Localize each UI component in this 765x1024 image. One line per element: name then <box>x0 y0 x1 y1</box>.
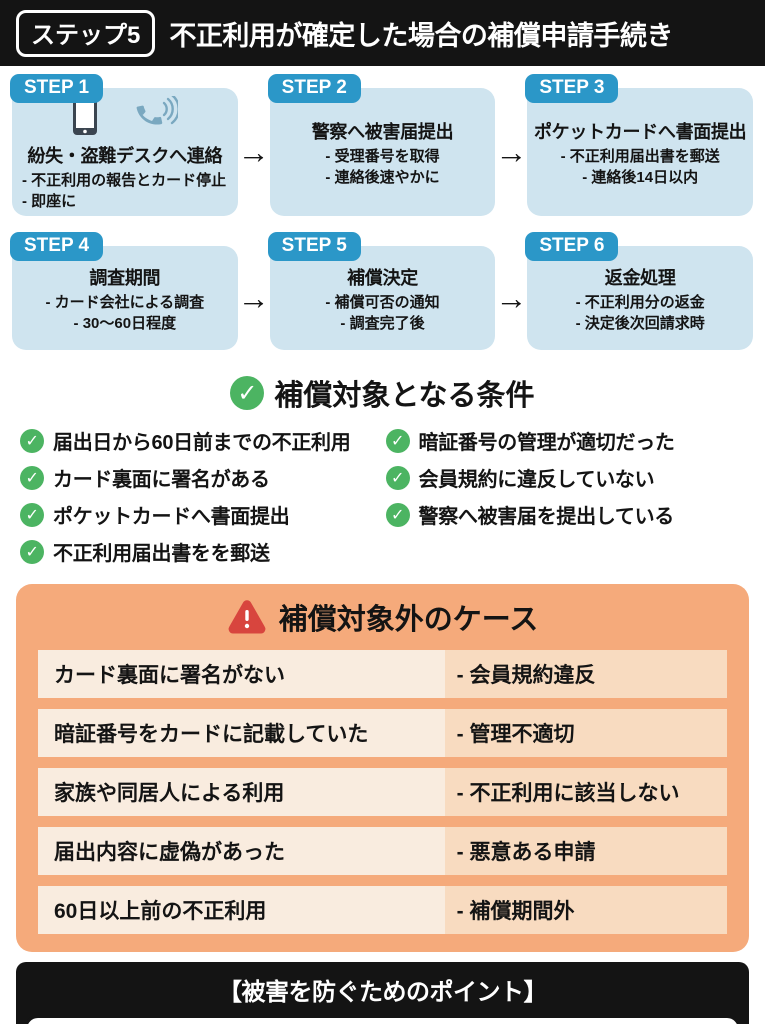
step-6-box: STEP 6 返金処理 - 不正利用分の返金 - 決定後次回請求時 <box>525 232 754 350</box>
step-6-title: 返金処理 <box>604 268 676 288</box>
exclusion-reason: - 悪意ある申請 <box>444 827 727 875</box>
exclusions-heading: 補償対象外のケース <box>38 596 727 638</box>
check-circle-icon: ✓ <box>230 376 265 410</box>
warning-icon <box>227 600 267 634</box>
step-2-badge: STEP 2 <box>267 74 361 103</box>
arrow-right-icon: → <box>237 279 270 316</box>
prevention-box: ・利用明細を週1回以上確認する ・不審な請求は即座にカード会社へ連絡 ・カード裏… <box>24 1015 741 1024</box>
condition-item: ✓会員規約に違反していない <box>385 463 746 492</box>
exclusion-row: 60日以上前の不正利用 - 補償期間外 <box>38 886 727 934</box>
step-3-title: ポケットカードへ書面提出 <box>533 122 747 142</box>
steps-row-1: STEP 1 <box>10 74 754 216</box>
arrow-right-icon: → <box>495 133 528 170</box>
condition-item: ✓ポケットカードへ書面提出 <box>20 500 380 529</box>
exclusion-case: 家族や同居人による利用 <box>38 768 445 816</box>
exclusion-case: 60日以上前の不正利用 <box>38 886 445 934</box>
check-circle-icon: ✓ <box>20 539 44 564</box>
conditions-heading: ✓ 補償対象となる条件 <box>20 372 745 414</box>
exclusion-row: カード裏面に署名がない - 会員規約違反 <box>38 650 727 698</box>
step-1-badge: STEP 1 <box>10 74 104 103</box>
step-6-badge: STEP 6 <box>525 232 619 261</box>
step-1-bullets: - 不正利用の報告とカード停止 - 即座に <box>22 172 227 210</box>
step-2-title: 警察へ被害届提出 <box>311 122 454 142</box>
exclusion-reason: - 管理不適切 <box>444 709 727 757</box>
page-title: 不正利用が確定した場合の補償申請手続き <box>169 20 673 51</box>
step-5-title: 補償決定 <box>347 268 418 288</box>
exclusions-title: 補償対象外のケース <box>278 604 539 636</box>
arrow-right-icon: → <box>495 279 528 316</box>
smartphone-icon <box>72 94 98 136</box>
conditions-title: 補償対象となる条件 <box>274 380 535 412</box>
condition-item: ✓不正利用届出書をを郵送 <box>20 537 380 566</box>
step-5-badge: STEP 5 <box>267 232 361 261</box>
step-4-box: STEP 4 調査期間 - カード会社による調査 - 30〜60日程度 <box>10 232 238 350</box>
step-5-bullets: - 補償可否の通知 - 調査完了後 <box>325 294 440 332</box>
check-circle-icon: ✓ <box>385 428 410 453</box>
exclusion-case: 暗証番号をカードに記載していた <box>38 709 445 757</box>
step-5-box: STEP 5 補償決定 - 補償可否の通知 - 調査完了後 <box>267 232 496 350</box>
condition-item: ✓カード裏面に署名がある <box>20 463 380 492</box>
step-4-badge: STEP 4 <box>10 232 104 261</box>
exclusion-reason: - 会員規約違反 <box>444 650 727 698</box>
exclusion-case: 届出内容に虚偽があった <box>38 827 445 875</box>
header-step-badge: ステップ5 <box>16 9 156 57</box>
conditions-left-list: ✓届出日から60日前までの不正利用 ✓カード裏面に署名がある ✓ポケットカードへ… <box>20 426 380 574</box>
condition-item: ✓警察へ被害届を提出している <box>385 500 746 529</box>
check-circle-icon: ✓ <box>385 502 410 527</box>
step-3-box: STEP 3 ポケットカードへ書面提出 - 不正利用届出書を郵送 - 連絡後14… <box>525 74 754 216</box>
steps-row-2: STEP 4 調査期間 - カード会社による調査 - 30〜60日程度 → ST… <box>10 232 754 350</box>
prevention-section: 【被害を防ぐためのポイント】 ・利用明細を週1回以上確認する ・不審な請求は即座… <box>16 962 749 1024</box>
exclusions-section: 補償対象外のケース カード裏面に署名がない - 会員規約違反 暗証番号をカードに… <box>16 584 749 952</box>
exclusion-row: 暗証番号をカードに記載していた - 管理不適切 <box>38 709 727 757</box>
step-4-bullets: - カード会社による調査 - 30〜60日程度 <box>45 294 205 332</box>
exclusion-row: 届出内容に虚偽があった - 悪意ある申請 <box>38 827 727 875</box>
check-circle-icon: ✓ <box>20 428 44 453</box>
step-1-title: 紛失・盗難デスクへ連絡 <box>27 146 223 166</box>
step-1-icons <box>72 94 178 136</box>
step-4-title: 調査期間 <box>89 268 161 288</box>
check-circle-icon: ✓ <box>385 465 410 490</box>
conditions-section: ✓ 補償対象となる条件 ✓届出日から60日前までの不正利用 ✓カード裏面に署名が… <box>0 362 765 576</box>
exclusion-case: カード裏面に署名がない <box>38 650 445 698</box>
exclusion-reason: - 補償期間外 <box>444 886 727 934</box>
step-3-badge: STEP 3 <box>525 74 619 103</box>
step-2-box: STEP 2 警察へ被害届提出 - 受理番号を取得 - 連絡後速やかに <box>267 74 496 216</box>
arrow-right-icon: → <box>237 133 270 170</box>
check-circle-icon: ✓ <box>20 465 44 490</box>
step-2-bullets: - 受理番号を取得 - 連絡後速やかに <box>325 148 440 186</box>
phone-call-icon <box>132 96 178 134</box>
condition-item: ✓暗証番号の管理が適切だった <box>385 426 746 455</box>
prevention-title: 【被害を防ぐためのポイント】 <box>218 979 548 1006</box>
condition-item: ✓届出日から60日前までの不正利用 <box>20 426 380 455</box>
exclusion-row: 家族や同居人による利用 - 不正利用に該当しない <box>38 768 727 816</box>
exclusion-reason: - 不正利用に該当しない <box>444 768 727 816</box>
header-bar: ステップ5 不正利用が確定した場合の補償申請手続き <box>0 0 765 66</box>
check-circle-icon: ✓ <box>20 502 44 527</box>
step-3-bullets: - 不正利用届出書を郵送 - 連絡後14日以内 <box>560 148 720 186</box>
conditions-right-list: ✓暗証番号の管理が適切だった ✓会員規約に違反していない ✓警察へ被害届を提出し… <box>385 426 746 574</box>
conditions-columns: ✓届出日から60日前までの不正利用 ✓カード裏面に署名がある ✓ポケットカードへ… <box>20 426 745 574</box>
step-1-box: STEP 1 <box>10 74 238 216</box>
step-6-bullets: - 不正利用分の返金 - 決定後次回請求時 <box>575 294 705 332</box>
steps-flow: STEP 1 <box>0 66 765 362</box>
